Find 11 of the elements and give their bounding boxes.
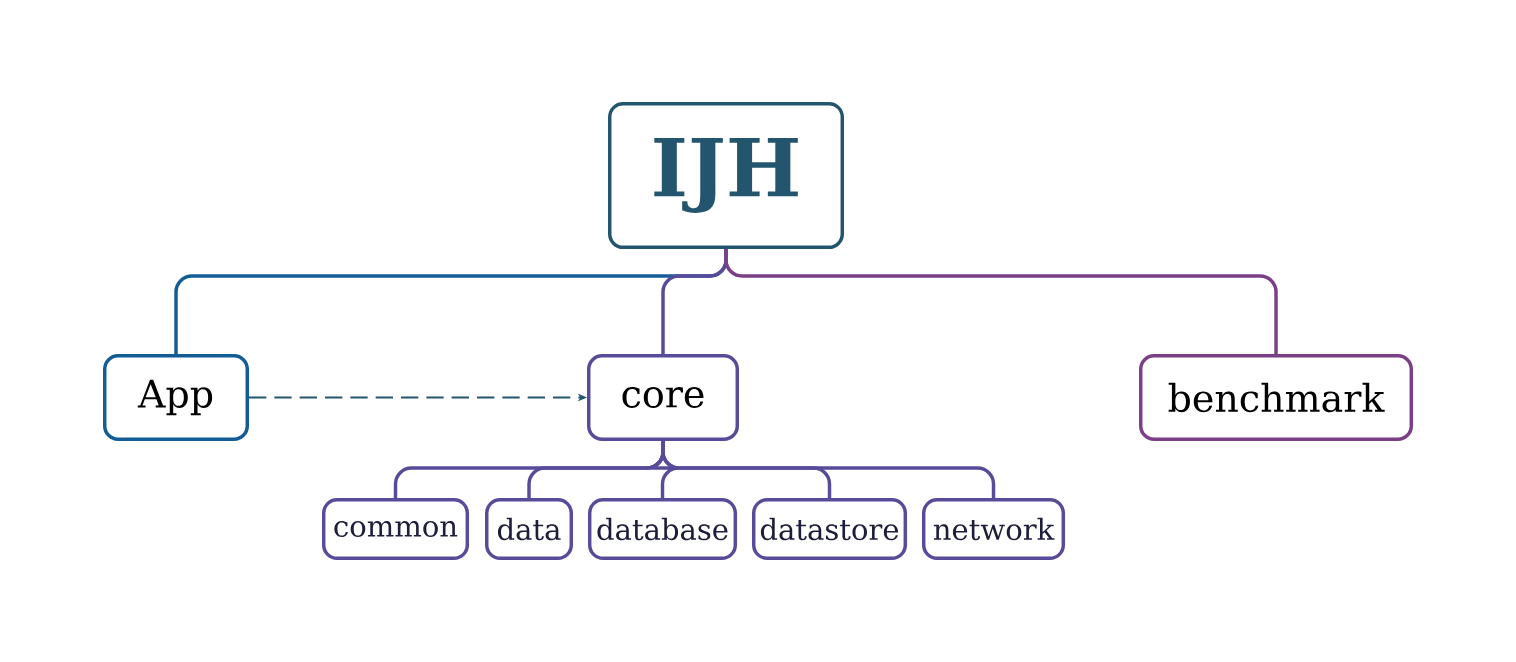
connector-line <box>724 249 1278 355</box>
subtopic-box: network <box>921 498 1066 560</box>
subtopic-box: common <box>321 498 470 560</box>
topic-box: core <box>587 354 739 441</box>
topic-box: benchmark <box>1139 354 1413 441</box>
topic-box: App <box>103 354 249 441</box>
subtopic-box: datastore <box>751 498 908 560</box>
root-box: IJH <box>608 101 844 250</box>
connector-line <box>661 441 996 498</box>
subtopic-box: database <box>587 498 738 560</box>
subtopic-box: data <box>485 498 573 560</box>
